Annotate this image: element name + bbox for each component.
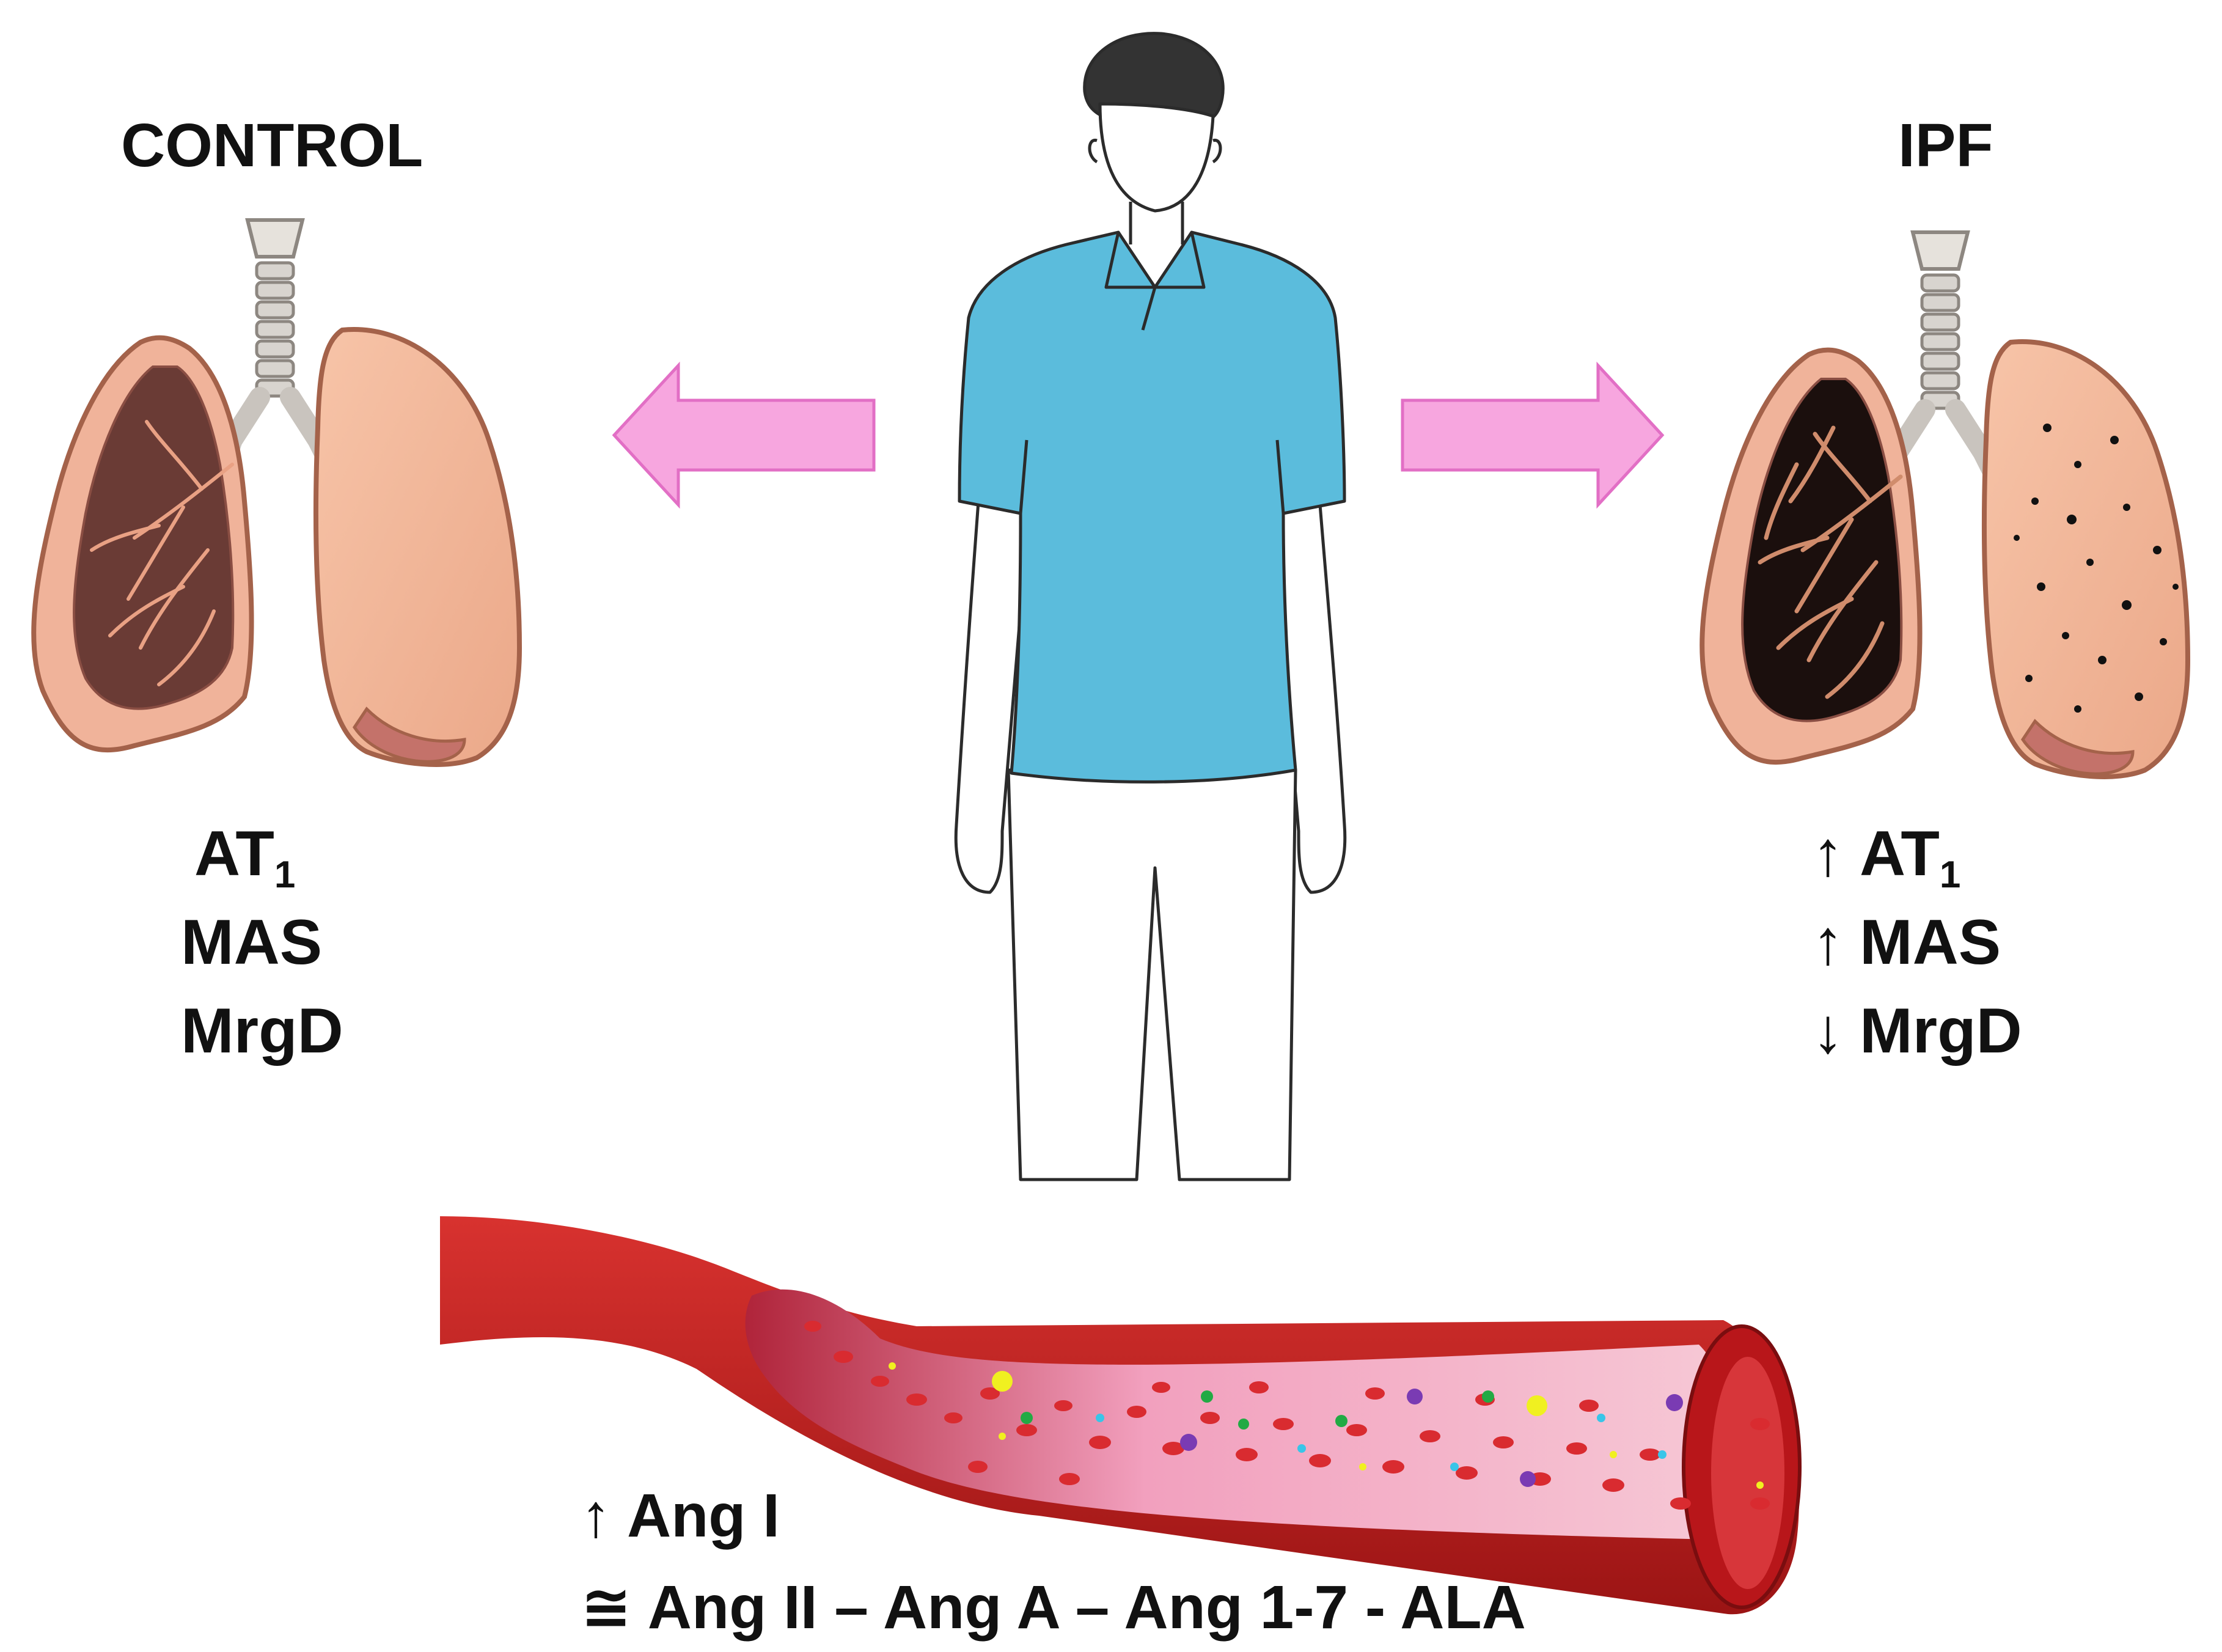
control-receptor-mrgd: MrgD	[181, 996, 343, 1066]
up-arrow-icon: ↑	[1812, 907, 1844, 978]
approx-equal-icon: ≅	[581, 1573, 632, 1642]
ipf-receptor-at1: ↑AT1	[1812, 818, 1961, 896]
ipf-receptor-mrgd: ↓MrgD	[1812, 996, 2022, 1066]
blood-unchanged-peptides: ≅Ang II – Ang A – Ang 1-7 - ALA	[581, 1573, 1526, 1642]
control-title: CONTROL	[121, 111, 424, 180]
patient-figure	[954, 32, 1347, 1181]
up-arrow-icon: ↑	[1812, 818, 1844, 889]
up-arrow-icon: ↑	[581, 1481, 611, 1550]
blood-ang-i: ↑Ang I	[581, 1481, 780, 1550]
control-receptor-at1: AT1	[194, 818, 296, 896]
right-arrow	[1401, 361, 1665, 509]
left-arrow	[612, 361, 876, 509]
blood-vessel	[440, 1216, 1802, 1615]
ipf-receptor-mas: ↑MAS	[1812, 907, 2001, 978]
ipf-title: IPF	[1898, 111, 1993, 180]
control-receptor-mas: MAS	[181, 907, 323, 978]
ipf-lungs	[1700, 230, 2191, 779]
down-arrow-icon: ↓	[1812, 996, 1844, 1066]
control-lungs	[31, 218, 522, 767]
